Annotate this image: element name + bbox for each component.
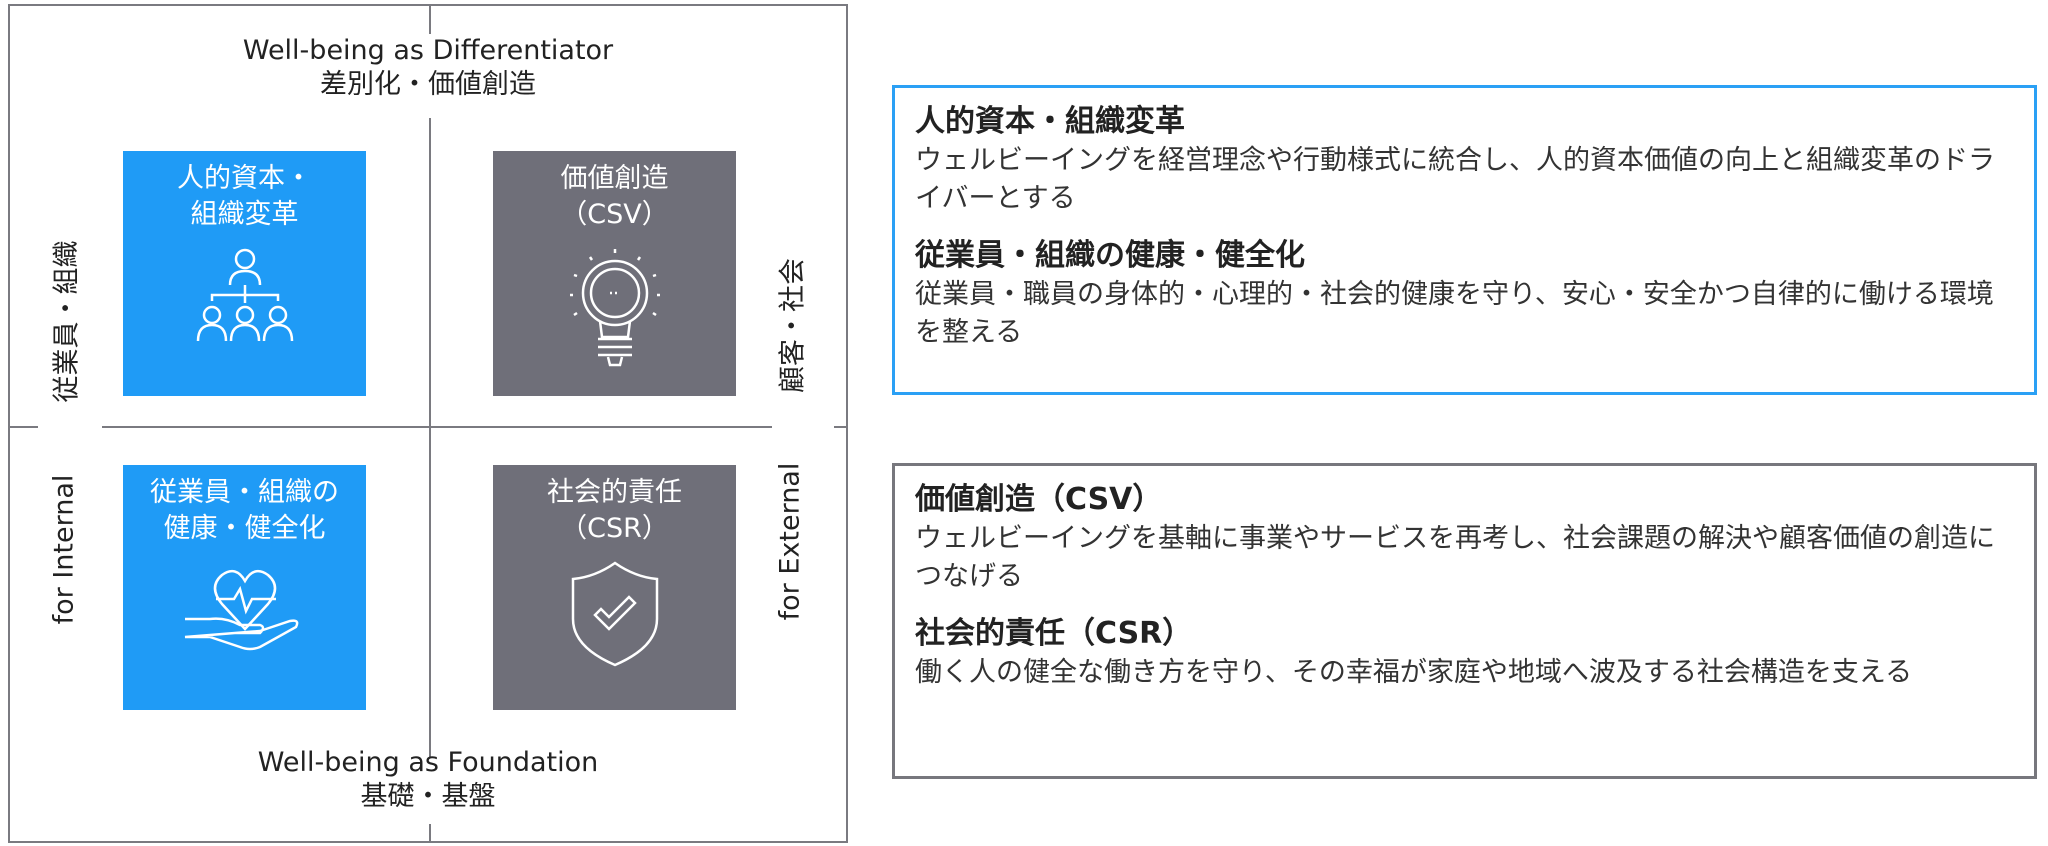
divider xyxy=(834,426,848,428)
tile-health: 従業員・組織の 健康・健全化 xyxy=(123,465,366,710)
right-label-en: for External xyxy=(774,462,806,621)
card-body: 従業員・職員の身体的・心理的・社会的健康を守り、安心・安全かつ自律的に働ける環境… xyxy=(915,279,1994,348)
divider xyxy=(429,118,431,758)
tile-line2: 組織変革 xyxy=(190,199,299,230)
tile-line1: 人的資本・ xyxy=(177,163,312,194)
divider xyxy=(102,426,772,428)
tile-human-capital: 人的資本・ 組織変革 xyxy=(123,151,366,396)
tile-line1: 社会的責任 xyxy=(547,477,682,508)
top-title-en: Well-being as Differentiator xyxy=(242,35,614,66)
bottom-title-en: Well-being as Foundation xyxy=(257,747,599,778)
divider xyxy=(429,6,431,34)
card-heading: 人的資本・組織変革 xyxy=(915,104,1185,139)
divider xyxy=(429,824,431,843)
heart-hand-icon xyxy=(184,569,298,651)
card-heading: 価値創造（CSV） xyxy=(915,482,1163,517)
card-heading: 社会的責任（CSR） xyxy=(915,616,1193,651)
tile-line2: （CSV） xyxy=(560,199,669,230)
description-card-external: 価値創造（CSV） ウェルビーイングを基軸に事業やサービスを再考し、社会課題の解… xyxy=(892,463,2037,779)
divider xyxy=(10,426,38,428)
tile-line1: 従業員・組織の xyxy=(150,477,339,508)
bottom-title-ja: 基礎・基盤 xyxy=(360,781,496,812)
quadrant-matrix: Well-being as Differentiator 差別化・価値創造 We… xyxy=(8,4,848,843)
card-heading: 従業員・組織の健康・健全化 xyxy=(915,238,1305,273)
left-label-en: for Internal xyxy=(48,474,80,625)
left-label-ja: 従業員・組織 xyxy=(51,240,83,403)
tile-line2: （CSR） xyxy=(560,513,669,544)
card-body: 働く人の健全な働き方を守り、その幸福が家庭や地域へ波及する社会構造を支える xyxy=(915,657,1913,688)
right-label-ja: 顧客・社会 xyxy=(777,258,809,393)
tile-csr: 社会的責任 （CSR） xyxy=(493,465,736,710)
card-body: ウェルビーイングを経営理念や行動様式に統合し、人的資本価値の向上と組織変革のドラ… xyxy=(915,145,1995,214)
top-title-ja: 差別化・価値創造 xyxy=(320,69,536,100)
card-body: ウェルビーイングを基軸に事業やサービスを再考し、社会課題の解決や顧客価値の創造に… xyxy=(915,523,1995,592)
tile-line1: 価値創造 xyxy=(560,163,669,194)
org-chart-icon xyxy=(196,248,293,342)
shield-check-icon xyxy=(571,561,658,667)
description-card-internal: 人的資本・組織変革 ウェルビーイングを経営理念や行動様式に統合し、人的資本価値の… xyxy=(892,85,2037,395)
tile-line2: 健康・健全化 xyxy=(163,513,326,544)
tile-csv: 価値創造 （CSV） xyxy=(493,151,736,396)
lightbulb-icon xyxy=(569,249,660,367)
